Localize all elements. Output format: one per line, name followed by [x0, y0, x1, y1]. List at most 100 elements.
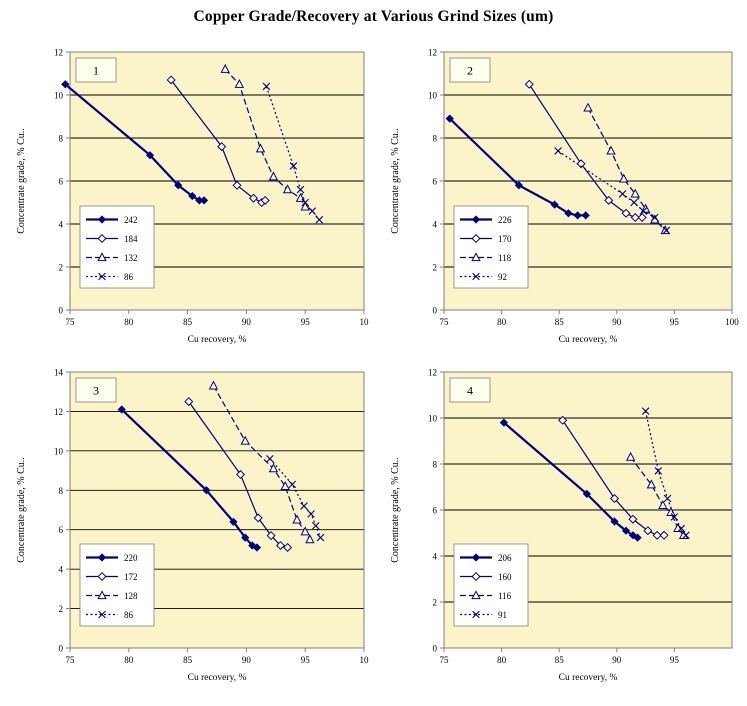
data-point-206	[582, 489, 591, 499]
data-point-128	[208, 380, 219, 390]
data-point-160	[628, 514, 638, 524]
svg-text:95: 95	[301, 655, 311, 665]
panel-number: 4	[467, 384, 473, 398]
svg-text:2: 2	[433, 598, 438, 608]
data-point-242	[145, 151, 155, 160]
svg-text:75: 75	[66, 317, 76, 327]
svg-text:75: 75	[440, 655, 450, 665]
svg-text:6: 6	[59, 525, 64, 535]
svg-text:80: 80	[497, 655, 507, 665]
svg-text:4: 4	[433, 552, 438, 562]
data-point-116	[625, 451, 636, 461]
series-line-86	[269, 458, 322, 538]
data-point-118	[606, 145, 616, 155]
data-point-172	[275, 540, 286, 550]
x-axis-label: Cu recovery, %	[559, 673, 618, 683]
data-point-226	[445, 114, 454, 123]
data-point-86	[300, 502, 308, 510]
data-point-242	[61, 80, 70, 89]
data-point-170	[576, 159, 586, 169]
svg-text:75: 75	[440, 317, 450, 327]
legend-label-206: 206	[498, 553, 512, 563]
data-point-206	[621, 526, 631, 535]
data-point-184	[166, 75, 176, 85]
data-point-86	[288, 480, 297, 489]
svg-text:8: 8	[433, 134, 438, 144]
data-point-92	[630, 198, 638, 207]
data-point-184	[260, 195, 270, 205]
data-point-86	[289, 162, 298, 170]
svg-text:90: 90	[242, 655, 252, 665]
data-point-92	[639, 207, 648, 215]
data-point-128	[268, 463, 279, 473]
svg-text:95: 95	[301, 317, 311, 327]
data-point-160	[643, 526, 653, 536]
svg-text:90: 90	[612, 317, 622, 327]
svg-text:95: 95	[670, 317, 680, 327]
data-point-128	[280, 481, 290, 490]
data-point-226	[514, 181, 523, 190]
data-point-86	[315, 215, 324, 224]
data-point-91	[682, 531, 690, 540]
data-point-242	[199, 196, 209, 205]
data-point-206	[633, 533, 642, 542]
data-point-86	[296, 185, 305, 194]
y-axis-label: Concentrate grade, % Cu..	[16, 457, 27, 563]
svg-text:12: 12	[428, 48, 437, 58]
data-point-160	[659, 530, 669, 540]
legend-label-160: 160	[498, 572, 512, 582]
data-point-132	[300, 201, 310, 211]
svg-text:10: 10	[428, 414, 438, 424]
data-point-172	[236, 470, 246, 480]
data-point-170	[524, 79, 534, 89]
series-line-92	[557, 150, 667, 231]
data-point-172	[184, 397, 194, 407]
svg-text:10: 10	[54, 446, 64, 456]
data-point-220	[229, 517, 238, 526]
svg-text:85: 85	[183, 317, 193, 327]
svg-text:6: 6	[433, 177, 438, 187]
svg-text:10: 10	[360, 655, 370, 665]
svg-text:10: 10	[428, 91, 438, 101]
y-axis-label: Concentrate grade, % Cu..	[390, 457, 401, 563]
svg-text:8: 8	[433, 460, 438, 470]
legend-label-91: 91	[498, 610, 507, 620]
data-point-91	[670, 513, 679, 521]
legend-label-86: 86	[124, 610, 134, 620]
data-point-242	[174, 181, 183, 190]
svg-text:0: 0	[433, 306, 438, 316]
svg-text:0: 0	[433, 644, 438, 654]
data-point-118	[630, 188, 640, 198]
data-point-92	[618, 190, 627, 198]
svg-text:80: 80	[124, 317, 134, 327]
legend-label-220: 220	[124, 553, 138, 563]
data-point-86	[301, 198, 309, 207]
data-point-132	[268, 171, 279, 181]
data-point-118	[583, 102, 593, 112]
data-point-170	[604, 195, 614, 205]
svg-text:85: 85	[183, 655, 193, 665]
data-point-170	[630, 213, 640, 223]
data-point-91	[663, 494, 672, 503]
legend-label-86: 86	[124, 272, 134, 282]
x-axis-label: Cu recovery, %	[559, 335, 618, 345]
svg-text:2: 2	[433, 263, 438, 273]
svg-text:80: 80	[124, 655, 134, 665]
svg-text:100: 100	[725, 317, 739, 327]
data-point-86	[266, 454, 274, 463]
svg-text:0: 0	[59, 306, 64, 316]
data-point-226	[581, 211, 590, 220]
legend-label-226: 226	[498, 215, 512, 225]
data-point-160	[558, 415, 568, 425]
svg-text:12: 12	[428, 368, 437, 378]
data-point-86	[316, 533, 325, 542]
svg-text:90: 90	[242, 317, 252, 327]
svg-text:4: 4	[433, 220, 438, 230]
data-point-184	[217, 142, 227, 152]
data-point-92	[554, 147, 562, 155]
data-point-91	[641, 407, 650, 415]
data-point-128	[292, 514, 302, 524]
